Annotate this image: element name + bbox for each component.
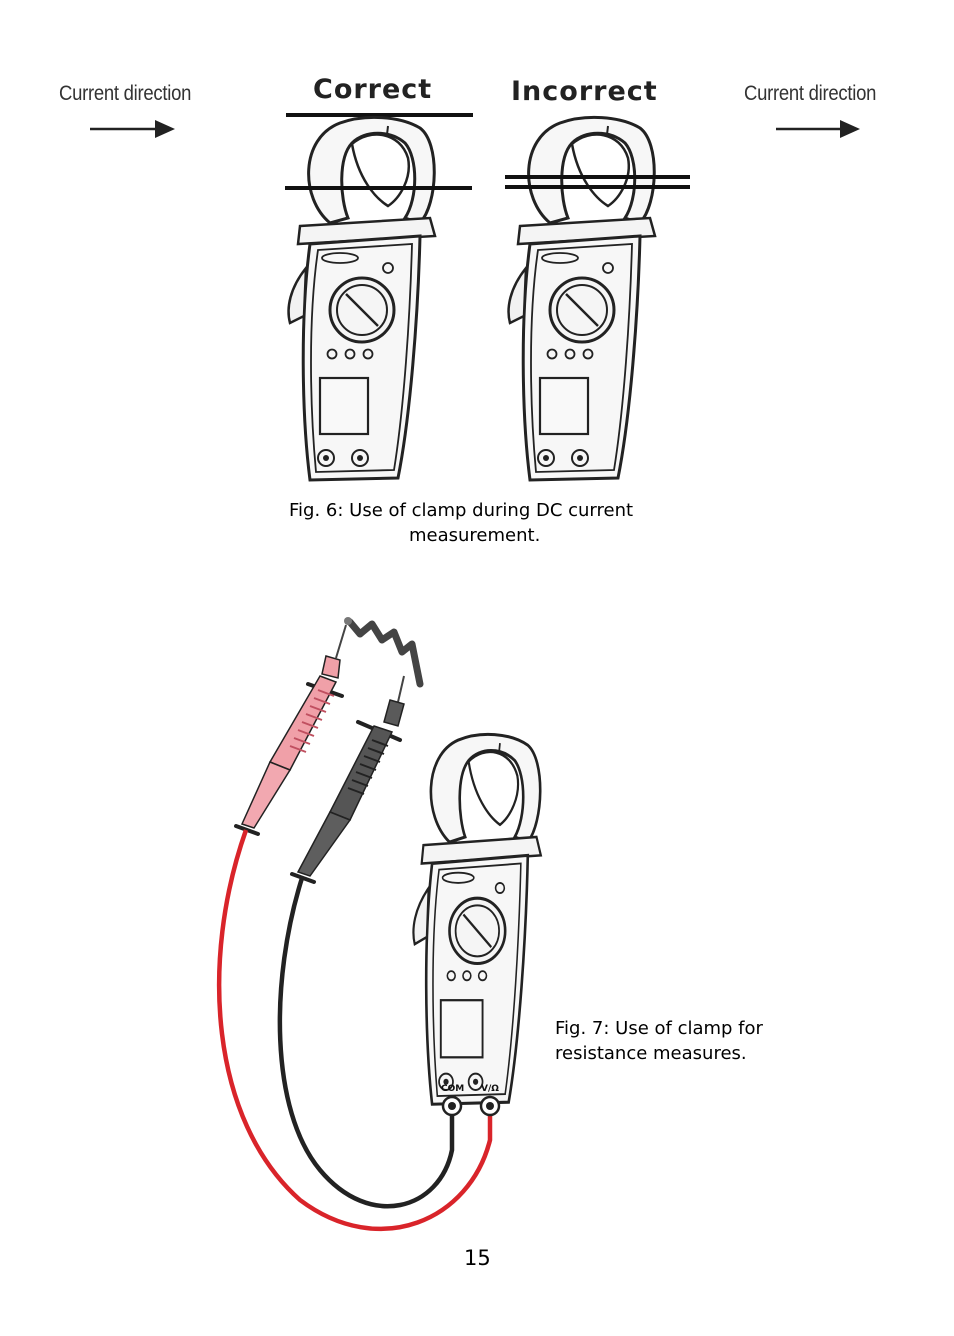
black-lead-wire (277, 877, 455, 1209)
clamp-meter-incorrect-drawing (507, 115, 657, 482)
left-direction-arrow-icon (90, 120, 175, 138)
fig6-caption-line1: Fig. 6: Use of clamp during DC current (289, 500, 634, 521)
red-lead-wire (216, 829, 493, 1232)
com-label: COM (441, 1084, 464, 1094)
resistor-icon (346, 618, 424, 688)
fig7-caption-line2: resistance measures. (555, 1043, 747, 1064)
incorrect-label: Incorrect (511, 76, 658, 107)
fig6-caption-line2: measurement. (409, 525, 541, 546)
clamp-meter-resistance-drawing (411, 732, 543, 1106)
red-test-probe (234, 624, 347, 836)
left-current-direction-label: Current direction (59, 82, 192, 105)
black-test-probe (290, 675, 405, 884)
right-direction-arrow-icon (776, 120, 860, 138)
vohm-label: V/Ω (481, 1084, 499, 1094)
right-current-direction-label: Current direction (744, 82, 877, 105)
page-number: 15 (464, 1246, 491, 1270)
correct-label: Correct (313, 74, 433, 105)
resistor-lead-left (344, 617, 352, 625)
clamp-meter-correct-drawing (287, 115, 437, 482)
fig7-caption-line1: Fig. 7: Use of clamp for (555, 1018, 763, 1039)
